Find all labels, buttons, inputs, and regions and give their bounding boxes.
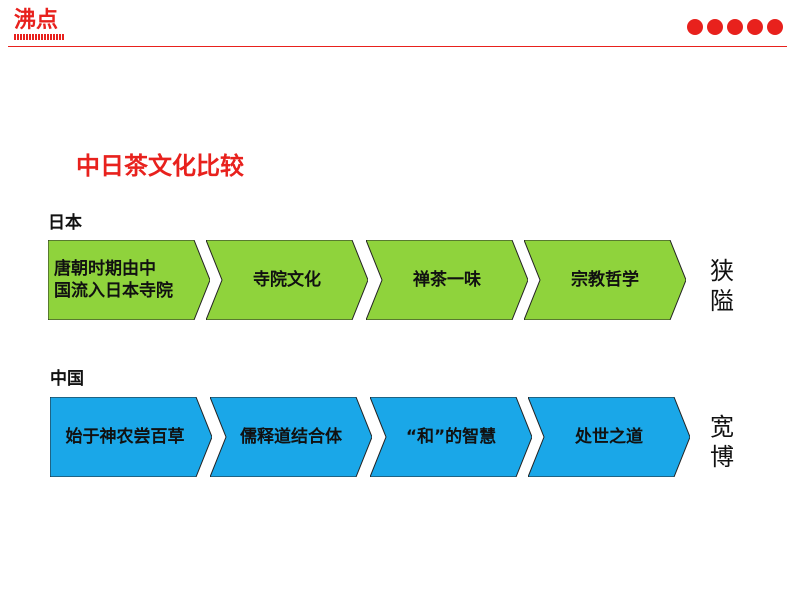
japan-chevron-shape: [206, 240, 368, 320]
japan-step-4: 宗教哲学: [524, 240, 686, 320]
china-side-char-2: 博: [710, 443, 734, 471]
page-title: 中日茶文化比较: [76, 152, 244, 180]
china-chevron-shape: [50, 397, 212, 477]
china-chevron-shape: [528, 397, 690, 477]
china-step-label: 处世之道: [575, 427, 643, 447]
logo-strip: [14, 34, 64, 40]
japan-step-label: 唐朝时期由中国流入日本寺院: [54, 259, 173, 301]
dot-icon: [707, 19, 723, 35]
japan-side-text: 狭 隘: [710, 256, 740, 316]
japan-chevron-shape: [366, 240, 528, 320]
china-step-label: “和”的智慧: [405, 427, 497, 447]
dot-icon: [747, 19, 763, 35]
dot-icon: [767, 19, 783, 35]
china-step-label: 始于神农尝百草: [65, 427, 185, 447]
china-step-label: 儒释道结合体: [240, 427, 342, 447]
japan-side-char-1: 狭: [710, 257, 734, 285]
dot-icon: [687, 19, 703, 35]
japan-step-label: 寺院文化: [253, 270, 321, 290]
header-divider: [8, 46, 787, 47]
china-step-3: “和”的智慧: [370, 397, 532, 477]
china-step-1: 始于神农尝百草: [50, 397, 212, 477]
japan-step-2: 寺院文化: [206, 240, 368, 320]
japan-chevron-shape: [48, 240, 210, 320]
brand-logo: 沸点: [14, 8, 70, 44]
china-step-2: 儒释道结合体: [210, 397, 372, 477]
japan-side-char-2: 隘: [710, 287, 734, 315]
logo-text: 沸点: [14, 7, 59, 33]
japan-step-label: 禅茶一味: [413, 270, 481, 290]
china-row-label: 中国: [50, 369, 84, 389]
china-chevron-shape: [370, 397, 532, 477]
china-chevron-shape: [210, 397, 372, 477]
china-side-text: 宽 博: [710, 412, 740, 472]
decorative-dots: [687, 19, 783, 35]
dot-icon: [727, 19, 743, 35]
japan-chevron-shape: [524, 240, 686, 320]
japan-step-1: 唐朝时期由中国流入日本寺院: [48, 240, 210, 320]
japan-row-label: 日本: [48, 213, 82, 233]
japan-step-3: 禅茶一味: [366, 240, 528, 320]
japan-step-label: 宗教哲学: [571, 270, 639, 290]
china-side-char-1: 宽: [710, 413, 734, 441]
china-step-4: 处世之道: [528, 397, 690, 477]
